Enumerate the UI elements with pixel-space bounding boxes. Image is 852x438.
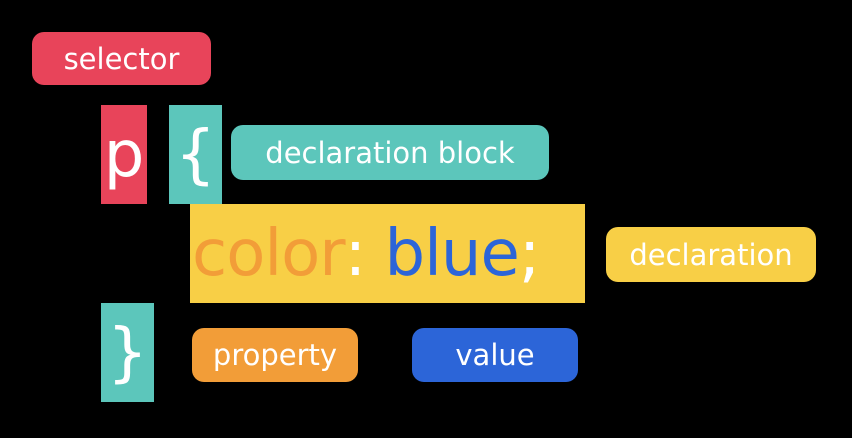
declaration-block-label: declaration block	[231, 125, 549, 180]
declaration-label: declaration	[606, 227, 816, 282]
property-label: property	[192, 328, 358, 382]
semicolon-token: ;	[518, 216, 541, 291]
selector-token: p	[101, 105, 147, 204]
property-token: color	[192, 216, 346, 291]
value-label: value	[412, 328, 578, 382]
close-brace-token: }	[101, 303, 154, 402]
selector-label: selector	[32, 32, 211, 85]
declaration-token: color: blue;	[190, 204, 585, 303]
open-brace-token: {	[169, 105, 222, 204]
colon-token: :	[344, 216, 385, 291]
value-token: blue	[384, 216, 520, 291]
